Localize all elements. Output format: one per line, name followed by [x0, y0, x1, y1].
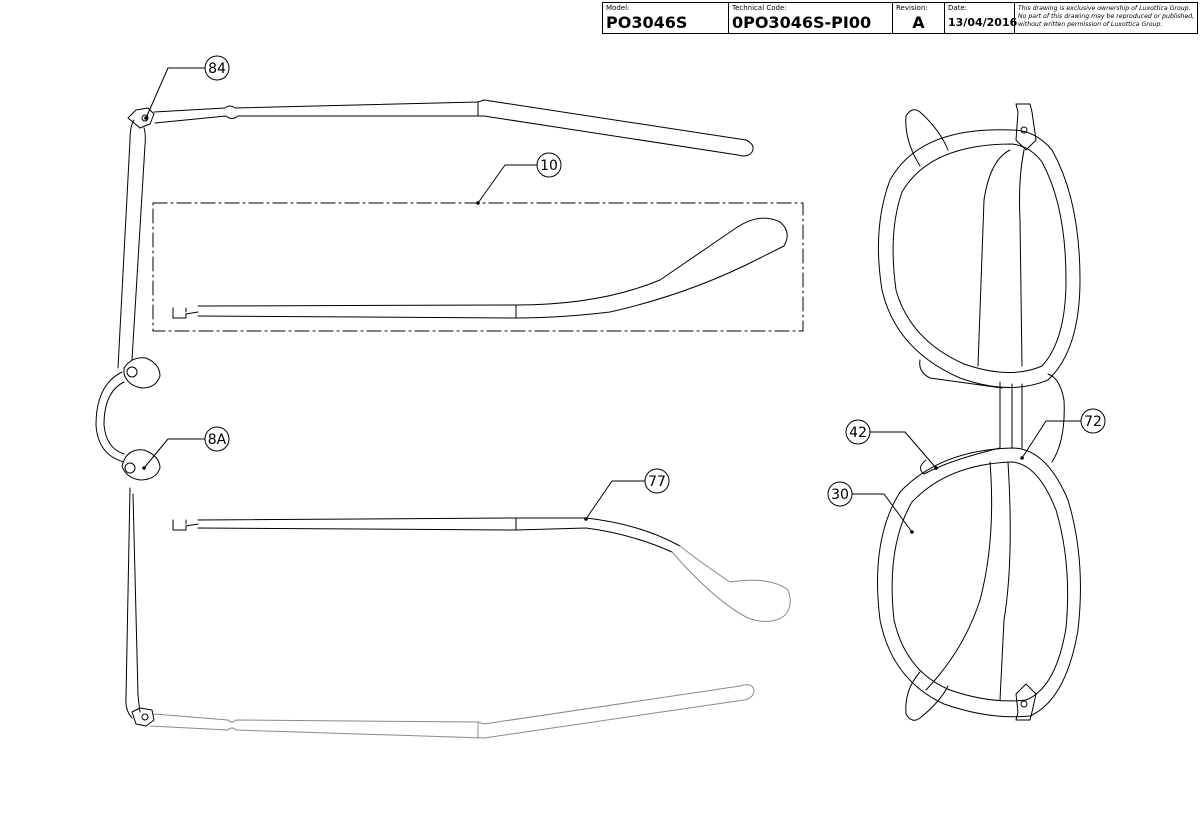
callout-30: 30 — [831, 487, 849, 503]
upper-hinge-screw — [141, 114, 149, 122]
nose-pad-upper — [123, 357, 161, 389]
lower-hinge — [131, 707, 155, 727]
model-label: Model: — [606, 4, 630, 12]
top-view — [95, 99, 754, 727]
callout-42-circle — [845, 419, 871, 445]
temple-detail-shaft — [197, 217, 788, 319]
title-block: Model: PO3046S Technical Code: 0PO3046S-… — [602, 2, 1198, 34]
technical-code-cell: Technical Code: 0PO3046S-PI00 — [729, 3, 893, 33]
date-cell: Date: 13/04/2016 — [945, 3, 1018, 33]
callout-8a-circle — [204, 426, 230, 452]
callout-77-circle — [644, 468, 670, 494]
temple-77-earpiece — [671, 545, 791, 622]
upper-front-hinge — [1015, 103, 1037, 151]
callout-8a: 8A — [208, 432, 227, 448]
temple-77-tip — [172, 519, 199, 531]
lower-front-screw — [1020, 700, 1028, 708]
callout-10-circle — [536, 152, 562, 178]
callout-leaders — [143, 67, 1082, 533]
callout-72: 72 — [1084, 414, 1102, 430]
ownership-notice-cell: This drawing is exclusive ownership of L… — [1015, 3, 1197, 33]
leader-30 — [851, 493, 913, 533]
callout-77: 77 — [648, 474, 666, 490]
revision-label: Revision: — [896, 4, 928, 12]
lower-lens-rim-inner — [891, 461, 1069, 702]
upper-hinge — [127, 107, 155, 129]
front-frame-outer — [117, 119, 135, 719]
callout-bubbles — [204, 55, 1106, 507]
model-cell: Model: PO3046S — [603, 3, 729, 33]
lower-earpiece — [905, 671, 949, 721]
front-bridge — [999, 381, 1023, 449]
front-frame-inner — [131, 127, 146, 713]
upper-earpiece — [905, 109, 949, 167]
lower-lens-rim-outer — [877, 447, 1081, 718]
leader-8a — [143, 438, 206, 469]
date-label: Date: — [948, 4, 968, 12]
leader-10 — [477, 164, 538, 204]
callout-42: 42 — [849, 425, 867, 441]
bridge-inner — [103, 381, 125, 455]
callout-30-circle — [827, 481, 853, 507]
ownership-notice: This drawing is exclusive ownership of L… — [1018, 5, 1195, 29]
notice-line-1: This drawing is exclusive ownership of L… — [1018, 5, 1191, 12]
lower-hinge-screw — [141, 713, 149, 721]
callout-84: 84 — [208, 61, 226, 77]
notice-line-3: without written permission of Luxottica … — [1018, 21, 1163, 28]
temple-detail — [172, 217, 788, 319]
upper-lens-rim-inner — [892, 143, 1067, 373]
notice-line-2: No part of this drawing may be reproduce… — [1018, 13, 1195, 20]
temple-77-tip-grey — [671, 545, 791, 622]
revision-cell: Revision: A — [893, 3, 945, 33]
upper-front-screw — [1020, 126, 1028, 134]
nose-pad-lower-screw — [124, 462, 136, 474]
date-value: 13/04/2016 — [948, 16, 1018, 29]
technical-code-label: Technical Code: — [732, 4, 787, 12]
front-nose-pad-lower — [920, 447, 1001, 475]
leader-77 — [585, 480, 646, 520]
callout-10: 10 — [540, 158, 558, 174]
lower-temple-grey — [149, 684, 755, 739]
nose-pad-upper-screw — [126, 366, 138, 378]
upper-through-temple — [977, 149, 1025, 367]
nose-pad-lower — [121, 449, 161, 481]
upper-temple — [153, 99, 754, 157]
lower-front-hinge — [1015, 683, 1037, 721]
callout-84-circle — [204, 55, 230, 81]
model-value: PO3046S — [606, 13, 688, 32]
bridge — [95, 371, 125, 463]
front-view — [877, 103, 1081, 721]
temple-detail-box — [152, 202, 804, 332]
upper-lens-rim-outer — [877, 129, 1081, 388]
callout-72-circle — [1080, 408, 1106, 434]
leader-dots — [142, 116, 1024, 534]
leader-84 — [145, 67, 206, 119]
temple-detail-tip — [172, 307, 199, 319]
lower-temple — [149, 684, 755, 739]
technical-code-value: 0PO3046S-PI00 — [732, 13, 872, 32]
leader-72 — [1021, 420, 1082, 459]
front-nose-pad-upper — [919, 359, 1003, 389]
temple-77-shaft — [197, 517, 681, 553]
revision-value: A — [912, 13, 925, 32]
temple-77 — [172, 517, 681, 553]
front-pad-arm — [1047, 373, 1065, 463]
lower-through-temple — [925, 461, 1011, 701]
leader-42 — [869, 431, 937, 469]
